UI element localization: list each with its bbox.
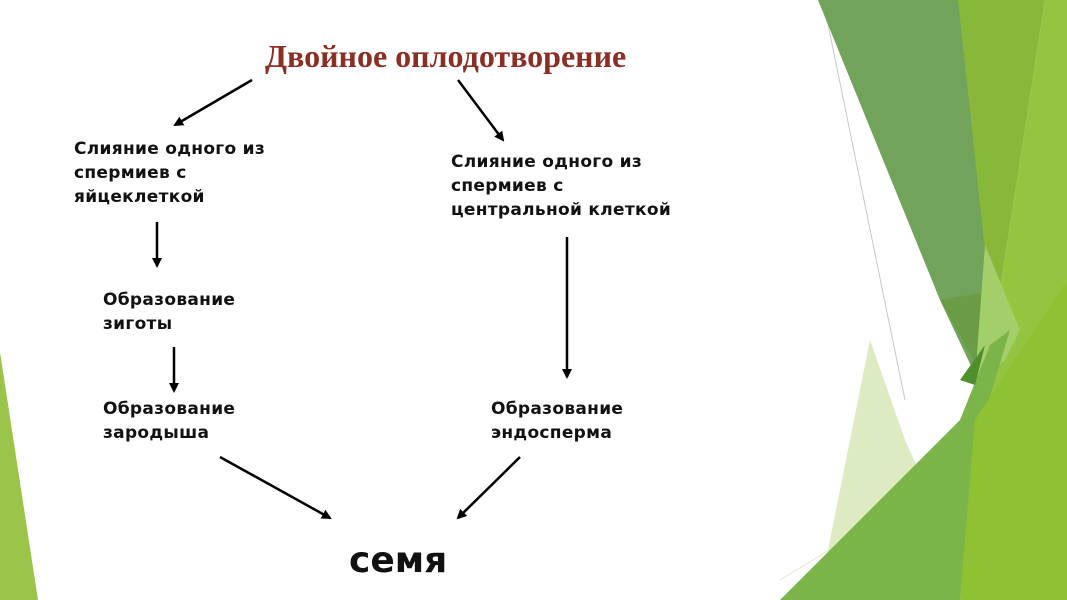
left-step-embryo: Образование зародыша bbox=[103, 399, 236, 443]
arrow-left-to-seed bbox=[219, 455, 332, 520]
right-step-endosperm: Образование эндосперма bbox=[491, 399, 624, 443]
left-step-zygote: Образование зиготы bbox=[103, 290, 236, 334]
arrow-title-to-right bbox=[457, 79, 505, 142]
slide-title: Двойное оплодотворение bbox=[265, 38, 627, 74]
arrow-title-to-left bbox=[173, 78, 253, 127]
result-seed: семя bbox=[349, 540, 448, 581]
right-step-fusion-central: Слияние одного из спермиев с центральной… bbox=[451, 152, 672, 220]
left-step-fusion-egg: Слияние одного из спермиев с яйцеклеткой bbox=[74, 139, 266, 207]
arrow-right-to-seed bbox=[456, 456, 521, 520]
